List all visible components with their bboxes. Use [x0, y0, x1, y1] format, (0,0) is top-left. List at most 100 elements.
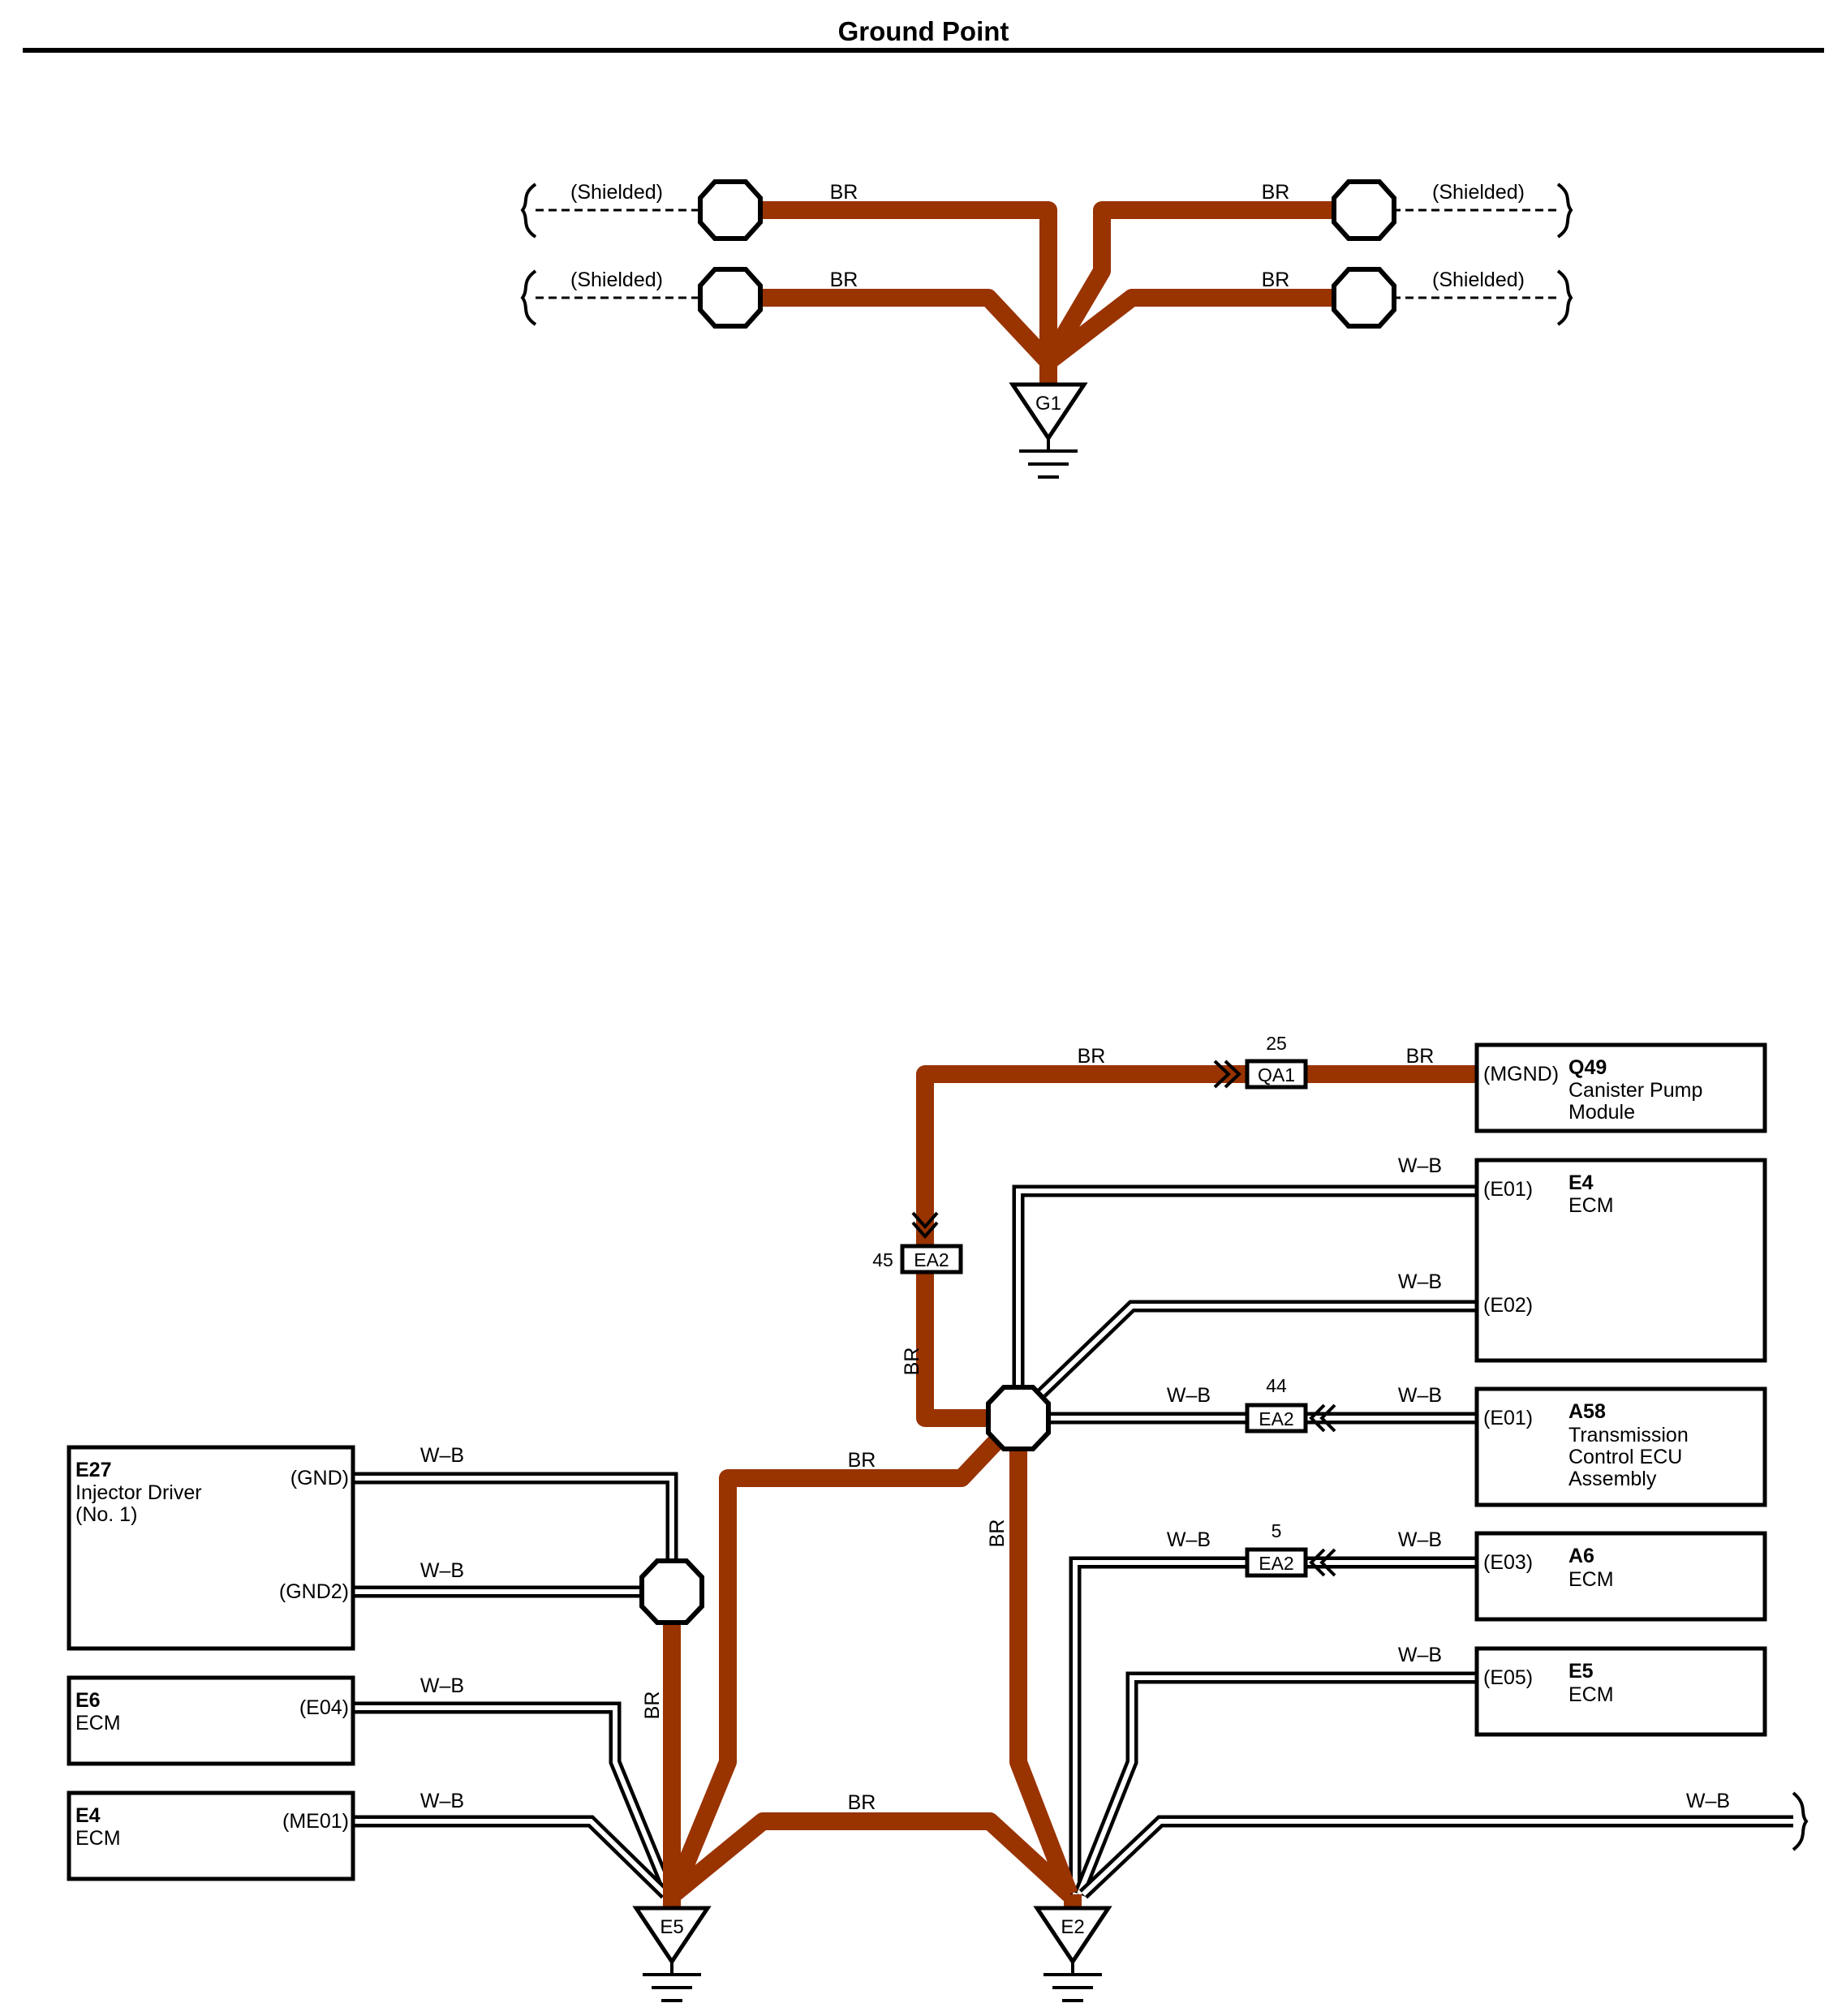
connector-ea2-top-pin: 45 — [872, 1249, 893, 1270]
ground-symbol-e5: E5 — [632, 1906, 712, 2002]
wire-label-br: BR — [830, 181, 858, 204]
connector-ea2-mid-pin: 44 — [1266, 1375, 1287, 1396]
component-e4-right-id: E4 — [1568, 1171, 1594, 1194]
component-e4-left-pin: (ME01) — [282, 1810, 349, 1833]
wire-label-wb: W–B — [1398, 1270, 1442, 1293]
splice-point-top-right — [1332, 179, 1396, 241]
break-mark-top-left — [520, 183, 537, 239]
connector-qa1-pin: 25 — [1266, 1033, 1287, 1054]
component-e27-pin-2: (GND2) — [279, 1580, 349, 1603]
connector-ea2-mid-label: EA2 — [1259, 1408, 1293, 1429]
connector-ea2-low-pin: 5 — [1272, 1520, 1282, 1541]
component-q49-pin: (MGND) — [1483, 1063, 1559, 1085]
wire-label-wb: W–B — [1686, 1790, 1730, 1812]
ground-symbol-e2: E2 — [1033, 1906, 1112, 2002]
br-wire-hub-to-e5 — [665, 1412, 1025, 1898]
wire-label-wb: W–B — [420, 1559, 464, 1582]
connector-ea2-top-label: EA2 — [914, 1249, 949, 1270]
page-title: Ground Point — [838, 16, 1009, 46]
component-a6: (E03) A6 ECM — [1474, 1531, 1767, 1622]
wire-label-wb: W–B — [1398, 1154, 1442, 1177]
break-mark-bottom-left — [520, 269, 537, 326]
connector-ea2-low-label: EA2 — [1259, 1553, 1293, 1574]
connector-ea2-low: EA2 5 — [1245, 1520, 1336, 1578]
component-q49-name-1: Canister Pump — [1568, 1079, 1702, 1102]
component-a58-name-1: Transmission — [1568, 1424, 1689, 1446]
br-wire-hub-to-e2 — [1009, 1418, 1078, 1898]
component-e6-name: ECM — [75, 1712, 121, 1734]
shielded-label-top-right: (Shielded) — [1432, 181, 1525, 204]
component-e5: (E05) E5 ECM — [1474, 1646, 1767, 1737]
component-e4-right-pin-2: (E02) — [1483, 1294, 1533, 1317]
connector-ea2-mid: EA2 44 — [1245, 1375, 1336, 1434]
splice-point-bottom-left — [698, 267, 763, 329]
component-q49-id: Q49 — [1568, 1056, 1607, 1079]
break-mark-wb-open-end — [1792, 1791, 1809, 1851]
connector-ea2-top: EA2 45 — [872, 1211, 963, 1275]
connector-qa1: QA1 25 — [1213, 1033, 1308, 1090]
component-e27-name-2: (No. 1) — [75, 1503, 137, 1526]
component-a58-name-2: Control ECU — [1568, 1446, 1682, 1468]
wire-label-br: BR — [986, 1520, 1009, 1548]
wire-label-br: BR — [1406, 1045, 1435, 1068]
br-wire-g1-top-left — [755, 201, 1057, 362]
wire-label-wb: W–B — [420, 1674, 464, 1697]
shielded-label-top-left: (Shielded) — [570, 181, 663, 204]
wire-label-br: BR — [1078, 1045, 1106, 1068]
component-e27-id: E27 — [75, 1459, 111, 1481]
wire-label-br: BR — [901, 1348, 923, 1376]
shielded-label-bottom-left: (Shielded) — [570, 269, 663, 291]
wire-label-br: BR — [830, 269, 858, 291]
wire-label-wb: W–B — [1398, 1644, 1442, 1666]
component-e4-left-id: E4 — [75, 1804, 101, 1827]
ground-label-e5: E5 — [660, 1916, 683, 1938]
component-a6-id: A6 — [1568, 1545, 1594, 1567]
br-wire-q49 — [916, 1065, 1477, 1427]
break-mark-bottom-right — [1556, 269, 1573, 326]
component-e27-pin-1: (GND) — [290, 1467, 349, 1489]
component-e5-pin: (E05) — [1483, 1666, 1533, 1689]
wire-label-br: BR — [1262, 181, 1290, 204]
wire-label-wb: W–B — [420, 1790, 464, 1812]
connector-qa1-label: QA1 — [1258, 1064, 1295, 1085]
ground-label-g1: G1 — [1035, 393, 1061, 415]
component-q49: (MGND) Q49 Canister Pump Module — [1474, 1042, 1767, 1133]
component-a58-id: A58 — [1568, 1400, 1606, 1423]
component-a58: (E01) A58 Transmission Control ECU Assem… — [1474, 1386, 1767, 1507]
wire-label-wb: W–B — [1167, 1528, 1211, 1551]
component-e4-left: E4 ECM (ME01) — [67, 1790, 355, 1881]
component-e4-right-pin-1: (E01) — [1483, 1178, 1533, 1201]
splice-point-top-left — [698, 179, 763, 241]
component-e5-name: ECM — [1568, 1683, 1614, 1706]
wire-label-wb: W–B — [1398, 1384, 1442, 1407]
shielded-label-bottom-right: (Shielded) — [1432, 269, 1525, 291]
wire-label-wb: W–B — [420, 1444, 464, 1467]
wire-label-wb: W–B — [1398, 1528, 1442, 1551]
component-e27-name-1: Injector Driver — [75, 1481, 202, 1504]
splice-point-e27 — [639, 1558, 704, 1625]
component-e27: E27 Injector Driver (No. 1) (GND) (GND2) — [67, 1445, 355, 1651]
wire-label-br: BR — [848, 1449, 876, 1472]
component-a6-name: ECM — [1568, 1568, 1614, 1591]
br-wire-e5-to-e2 — [668, 1812, 1076, 1902]
component-e4-right-name: ECM — [1568, 1194, 1614, 1217]
component-e5-id: E5 — [1568, 1660, 1594, 1683]
splice-point-hub — [986, 1385, 1051, 1451]
splice-point-bottom-right — [1332, 267, 1396, 329]
br-wire-g1-top-right — [1040, 201, 1336, 367]
g1-section: (Shielded) (Shielded) (Shielded) (Shield… — [520, 179, 1573, 479]
ground-label-e2: E2 — [1061, 1916, 1084, 1938]
wb-wires — [353, 1184, 1793, 1899]
component-e4-right: (E01) (E02) E4 ECM — [1474, 1158, 1767, 1363]
wire-label-wb: W–B — [1167, 1384, 1211, 1407]
component-a58-name-3: Assembly — [1568, 1468, 1657, 1490]
component-e4-left-name: ECM — [75, 1827, 121, 1850]
wire-label-br: BR — [641, 1691, 664, 1720]
wire-label-br: BR — [848, 1791, 876, 1814]
br-wire-g1-bottom-right — [1043, 289, 1336, 369]
component-e6-id: E6 — [75, 1689, 101, 1712]
component-e6: E6 ECM (E04) — [67, 1675, 355, 1766]
break-mark-top-right — [1556, 183, 1573, 239]
br-wire-g1-bottom-left — [755, 289, 1056, 368]
